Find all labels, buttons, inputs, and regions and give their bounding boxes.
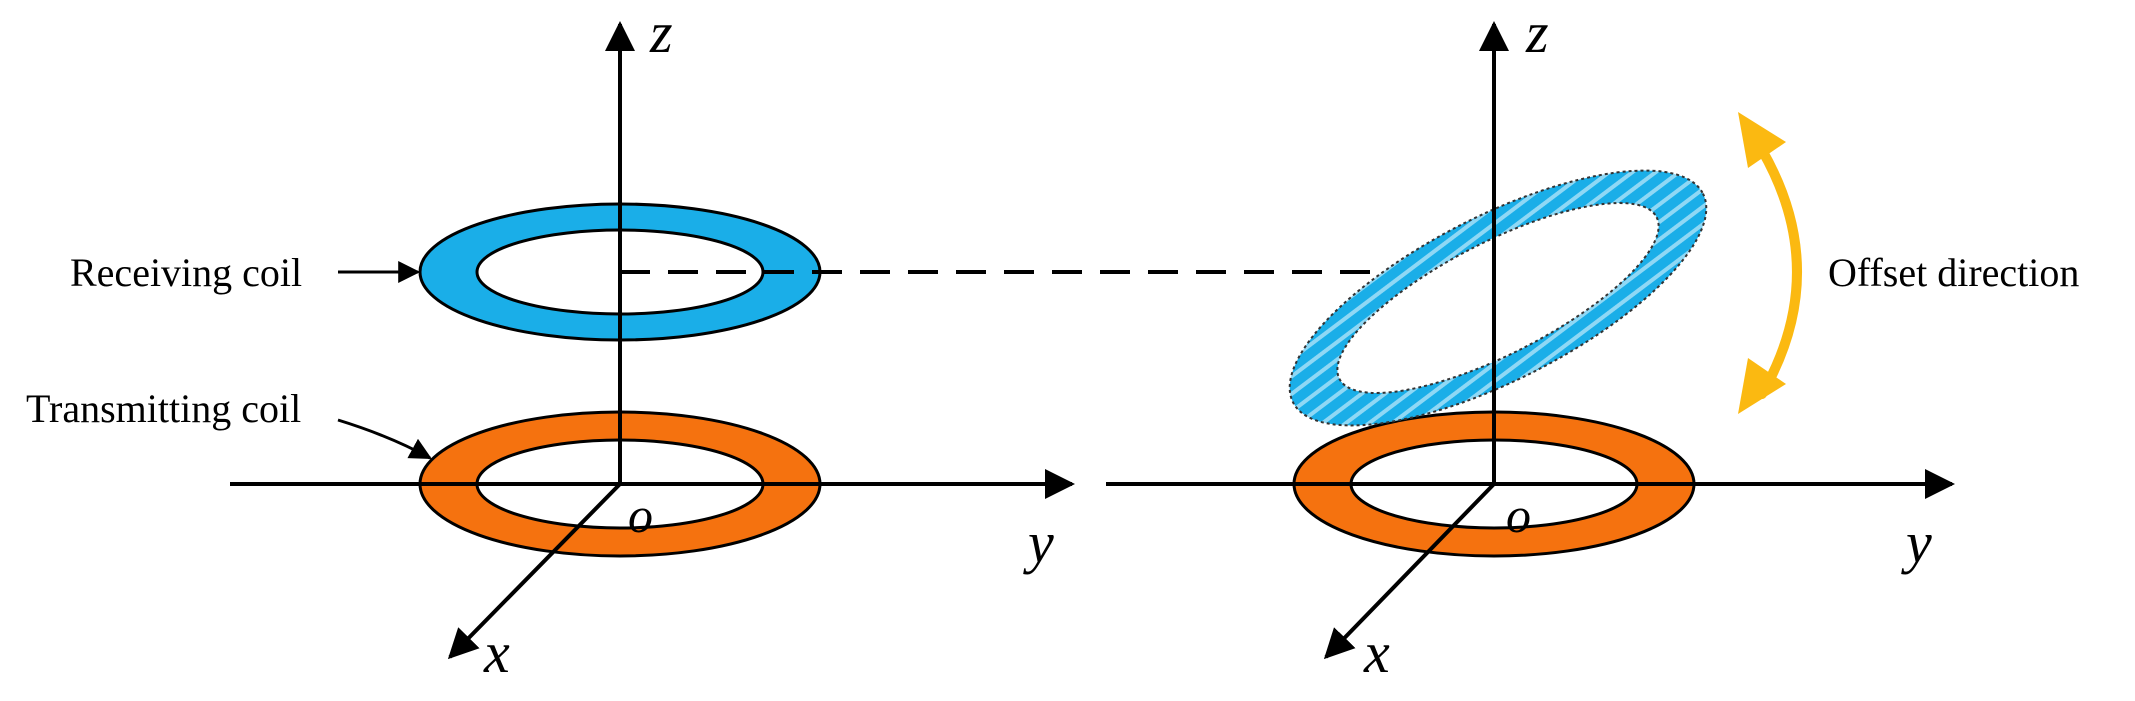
left-z-label: z <box>649 0 673 65</box>
right-x-label: x <box>1363 620 1390 685</box>
right-origin-label: o <box>1506 487 1531 543</box>
left-origin-label: o <box>628 487 653 543</box>
left-x-label: x <box>483 620 510 685</box>
right-x-axis <box>1323 482 1496 660</box>
left-panel: Receiving coil Transmitting coil z y x o <box>26 0 1500 685</box>
left-x-axis <box>447 482 622 660</box>
right-z-label: z <box>1525 0 1549 65</box>
offset-direction-label: Offset direction <box>1828 250 2079 295</box>
right-tilted-receiving-coil <box>1288 169 1708 427</box>
right-y-label: y <box>1901 510 1932 575</box>
receiving-coil-label: Receiving coil <box>70 250 302 295</box>
transmitting-coil-label: Transmitting coil <box>26 386 301 431</box>
offset-direction-arrow <box>1738 112 1802 414</box>
right-panel: Offset direction z y x o <box>1106 0 2079 685</box>
transmitting-coil-pointer-arrow <box>337 418 432 460</box>
left-y-label: y <box>1023 510 1054 575</box>
